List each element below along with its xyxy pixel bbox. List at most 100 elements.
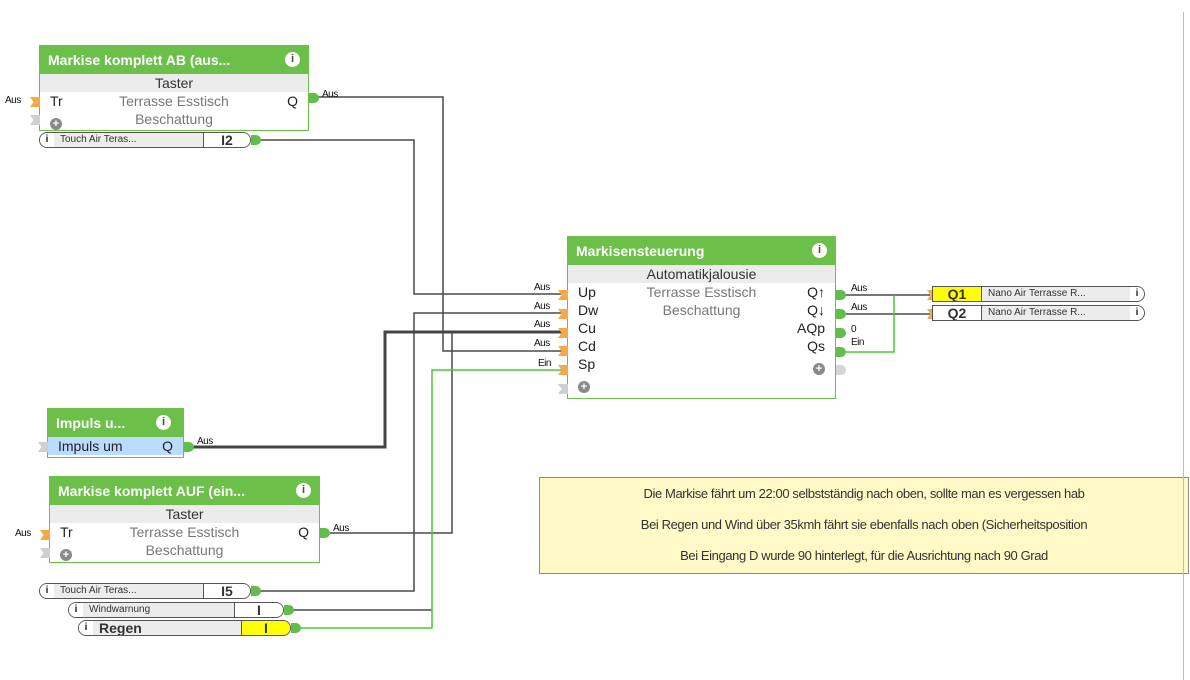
output-connector-q-up[interactable] (836, 290, 846, 300)
info-icon[interactable]: i (40, 584, 54, 598)
note-line: Bei Eingang D wurde 90 hinterlegt, für d… (680, 548, 1048, 563)
info-icon[interactable]: i (156, 415, 171, 430)
block-impuls-um[interactable]: Impuls u... i Impuls um Q (47, 408, 184, 458)
add-input-connector[interactable] (558, 384, 568, 394)
note-line: Die Markise fährt um 22:00 selbstständig… (643, 486, 1085, 501)
output-value-impuls-q: Aus (197, 436, 213, 447)
output-ref-q2[interactable]: Q2 Nano Air Terrasse R... i (932, 305, 1145, 321)
input-pin-cu: Cu (578, 320, 596, 336)
output-value-aqp: 0 (851, 324, 857, 335)
output-connector-i5[interactable] (251, 586, 261, 596)
add-input-icon[interactable]: + (578, 381, 590, 393)
comment-note[interactable]: Die Markise fährt um 22:00 selbstständig… (539, 477, 1189, 574)
output-connector-q[interactable] (309, 93, 319, 103)
input-value-cd: Aus (534, 338, 550, 349)
block-title: Impuls u... (56, 415, 126, 431)
info-icon[interactable]: i (79, 621, 93, 635)
ref-channel: I2 (203, 133, 250, 147)
input-value-ab-tr: Aus (5, 95, 21, 106)
input-value-dw: Aus (534, 301, 550, 312)
block-header[interactable]: Markisensteuerung i (568, 237, 835, 265)
ref-channel: I5 (203, 584, 250, 598)
note-line: Bei Regen und Wind über 35kmh fährt sie … (640, 517, 1088, 532)
block-header[interactable]: Markise komplett AUF (ein... i (50, 477, 319, 505)
impuls-label: Impuls um (58, 438, 123, 454)
input-ref-i5[interactable]: i Touch Air Teras... I5 (39, 583, 251, 599)
input-connector-tr[interactable] (40, 530, 50, 540)
output-connector-i2[interactable] (251, 135, 261, 145)
ref-name: Nano Air Terrasse R... (988, 307, 1086, 318)
info-icon[interactable]: i (296, 483, 311, 498)
block-location: Terrasse Esstisch (119, 93, 229, 109)
add-input-icon[interactable]: + (50, 118, 62, 130)
ref-name: Touch Air Teras... (60, 585, 137, 596)
add-input-connector[interactable] (38, 442, 48, 452)
info-icon[interactable]: i (285, 52, 300, 67)
panel-divider[interactable] (1183, 12, 1184, 680)
ref-channel: Q1 (933, 287, 982, 301)
block-category: Beschattung (135, 111, 213, 127)
ref-name: Windwarnung (89, 604, 151, 615)
block-location: Terrasse Esstisch (129, 524, 240, 540)
output-pin-q-up: Q↑ (807, 284, 825, 300)
input-connector-tr[interactable] (30, 97, 40, 107)
input-ref-windwarnung[interactable]: i Windwarnung I (68, 602, 284, 618)
block-markise-auf[interactable]: Markise komplett AUF (ein... i Taster Te… (49, 476, 320, 563)
output-pin-q: Q (287, 93, 298, 109)
output-connector-q[interactable] (320, 528, 330, 538)
output-ref-q1[interactable]: Q1 Nano Air Terrasse R... i (932, 286, 1145, 302)
input-connector-sp[interactable] (558, 365, 568, 375)
input-pin-cd: Cd (578, 338, 596, 354)
add-input-connector[interactable] (30, 115, 40, 125)
block-title: Markise komplett AB (aus... (48, 52, 231, 68)
add-output-connector[interactable] (836, 365, 846, 375)
input-connector-cu[interactable] (558, 328, 568, 338)
output-connector-q-down[interactable] (836, 309, 846, 319)
wire-auf-to-cu (330, 332, 453, 534)
add-output-icon[interactable]: + (813, 363, 825, 375)
output-connector-qs[interactable] (836, 347, 846, 357)
block-header[interactable]: Markise komplett AB (aus... i (40, 46, 308, 74)
output-connector-regen[interactable] (291, 623, 301, 633)
block-category: Beschattung (145, 542, 224, 558)
input-ref-i2[interactable]: i Touch Air Teras... I2 (39, 132, 251, 148)
input-pin-dw: Dw (578, 302, 599, 318)
output-pin-qs: Qs (807, 338, 825, 354)
add-input-connector[interactable] (40, 548, 50, 558)
info-icon[interactable]: i (812, 243, 827, 258)
ref-channel: I (234, 603, 283, 617)
input-value-up: Aus (534, 282, 550, 293)
add-input-icon[interactable]: + (60, 549, 72, 561)
info-icon[interactable]: i (40, 133, 54, 147)
block-header[interactable]: Impuls u... i (48, 409, 183, 437)
output-value-auf-q: Aus (333, 523, 349, 534)
output-pin-aqp: AQp (796, 320, 825, 336)
input-value-cu: Aus (534, 319, 550, 330)
block-markise-ab[interactable]: Markise komplett AB (aus... i Taster Ter… (39, 45, 309, 131)
output-connector-q[interactable] (184, 442, 194, 452)
input-value-sp: Ein (538, 358, 551, 369)
block-type: Taster (40, 74, 308, 92)
output-connector-windwarnung[interactable] (284, 605, 294, 615)
info-icon[interactable]: i (1130, 287, 1144, 301)
block-title: Markisensteuerung (576, 243, 705, 259)
input-pin-up: Up (578, 284, 596, 300)
output-pin-q-down: Q↓ (807, 302, 825, 318)
input-connector-cd[interactable] (558, 346, 568, 356)
block-title: Markise komplett AUF (ein... (58, 483, 245, 499)
input-ref-regen[interactable]: i Regen I (78, 620, 291, 636)
block-location: Terrasse Esstisch (646, 284, 757, 300)
input-pin-sp: Sp (578, 356, 596, 372)
info-icon[interactable]: i (69, 603, 83, 617)
block-category: Beschattung (662, 302, 741, 318)
wire-regen-to-sp (300, 369, 566, 629)
output-value-q-up: Aus (851, 283, 867, 294)
info-icon[interactable]: i (1130, 306, 1144, 320)
input-connector-dw[interactable] (558, 309, 568, 319)
block-markisensteuerung[interactable]: Markisensteuerung i Automatikjalousie Te… (567, 236, 836, 399)
input-connector-up[interactable] (558, 290, 568, 300)
output-connector-aqp[interactable] (836, 328, 846, 338)
output-pin-q: Q (298, 524, 309, 540)
ref-name: Regen (99, 621, 142, 635)
